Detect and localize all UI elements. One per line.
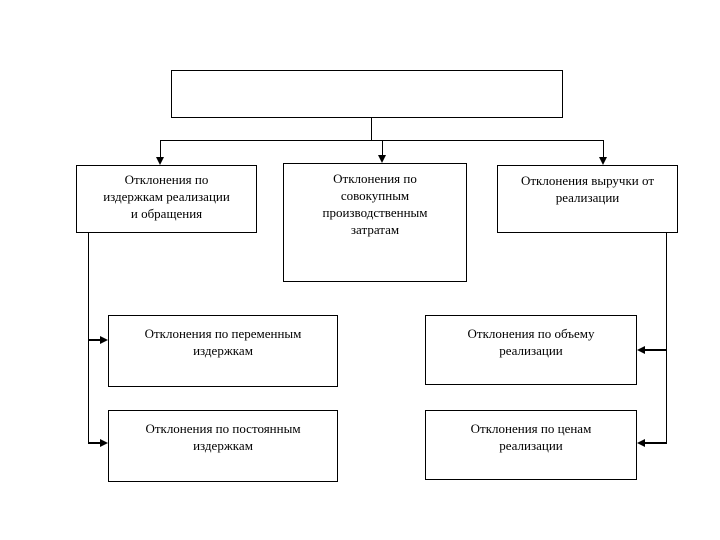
box-total-production-costs: Отклонения по совокупным производственны…	[283, 163, 467, 282]
box-fixed-costs-line1: Отклонения по постоянным	[145, 421, 301, 436]
box-fixed-costs: Отклонения по постоянным издержкам	[108, 410, 338, 482]
arrow-down-right-icon	[599, 157, 607, 165]
connector-right-vertical	[666, 233, 667, 444]
box-total-production-costs-line4: затратам	[350, 222, 400, 237]
box-costs-of-sales: Отклонения по издержкам реализации и обр…	[76, 165, 257, 233]
connector-drop-middle	[382, 140, 383, 155]
box-variable-costs: Отклонения по переменным издержкам	[108, 315, 338, 387]
box-sales-volume-line2: реализации	[499, 343, 563, 358]
box-costs-of-sales-line2: издержкам реализации	[103, 189, 230, 204]
box-variable-costs-line1: Отклонения по переменным	[144, 326, 302, 341]
box-fixed-costs-line2: издержкам	[193, 438, 253, 453]
box-costs-of-sales-line1: Отклонения по	[124, 172, 209, 187]
arrow-left-volume-icon	[637, 346, 645, 354]
box-sales-prices: Отклонения по ценам реализации	[425, 410, 637, 480]
connector-drop-right	[603, 140, 604, 157]
box-sales-revenue: Отклонения выручки от реализации	[497, 165, 678, 233]
connector-right-branch-1	[645, 349, 667, 351]
arrow-down-left-icon	[156, 157, 164, 165]
box-total-production-costs-line2: совокупным	[340, 188, 410, 203]
connector-root-stem	[371, 118, 372, 141]
box-sales-volume: Отклонения по объему реализации	[425, 315, 637, 385]
box-sales-revenue-line2: реализации	[555, 190, 620, 205]
box-total-production-costs-line1: Отклонения по	[333, 171, 417, 186]
box-total-production-costs-line3: производственным	[322, 205, 428, 220]
box-variable-costs-line2: издержкам	[193, 343, 253, 358]
box-sales-volume-line1: Отклонения по объему	[467, 326, 595, 341]
box-sales-revenue-line1: Отклонения выручки от	[520, 173, 654, 188]
connector-drop-left	[160, 140, 161, 157]
root-box	[171, 70, 563, 118]
arrow-right-fixed-icon	[100, 439, 108, 447]
connector-left-vertical	[88, 233, 89, 444]
box-sales-prices-line2: реализации	[499, 438, 563, 453]
arrow-down-middle-icon	[378, 155, 386, 163]
box-costs-of-sales-line3: и обращения	[130, 206, 203, 221]
connector-left-branch-2	[88, 442, 100, 444]
connector-left-branch-1	[88, 339, 100, 341]
arrow-left-prices-icon	[637, 439, 645, 447]
arrow-right-variable-icon	[100, 336, 108, 344]
box-sales-prices-line1: Отклонения по ценам	[470, 421, 592, 436]
connector-right-branch-2	[645, 442, 667, 444]
